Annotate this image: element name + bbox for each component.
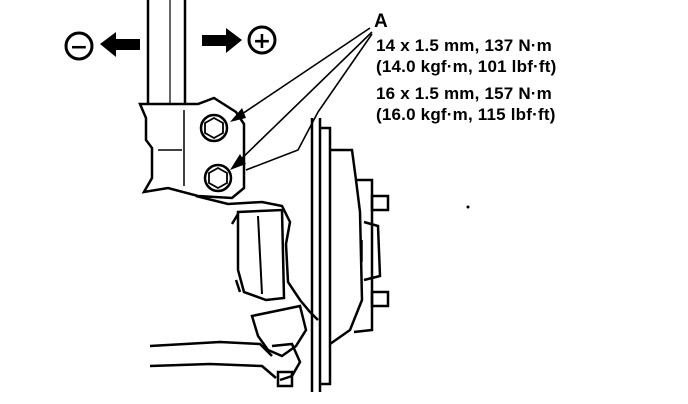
torque-spec-lower-size: 16 x 1.5 mm, 157 N·m [376, 84, 552, 103]
steering-knuckle [149, 194, 319, 388]
minus-symbol: − [70, 35, 88, 60]
arrow-left-icon [100, 32, 140, 57]
torque-spec-lower-alt: (16.0 kgf·m, 115 lbf·ft) [376, 105, 556, 124]
speck [466, 205, 470, 209]
torque-spec-upper-size: 14 x 1.5 mm, 137 N·m [376, 36, 552, 55]
direction-indicator-positive: + [202, 25, 277, 55]
strut-assembly [138, 0, 246, 200]
lower-bolt [203, 163, 233, 193]
callout-label: A [374, 11, 388, 32]
direction-indicator-negative: − [64, 31, 140, 61]
upper-bolt [199, 113, 229, 143]
plus-symbol: + [253, 29, 271, 54]
callout-leader-lines [230, 27, 373, 171]
arrow-right-icon [202, 28, 242, 53]
torque-spec-upper-alt: (14.0 kgf·m, 101 lbf·ft) [376, 57, 557, 76]
brake-disc-hub [310, 118, 390, 392]
